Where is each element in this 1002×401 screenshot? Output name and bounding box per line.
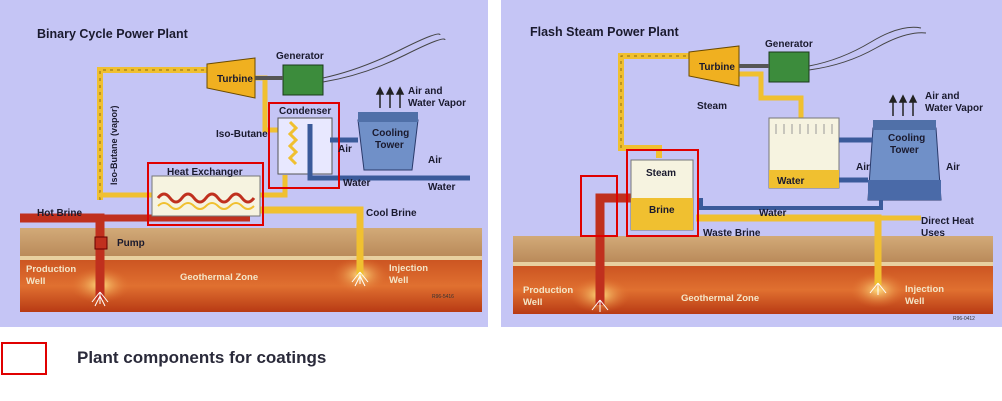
condenser-shape xyxy=(277,117,333,175)
air-vapor-label-2: Water Vapor xyxy=(925,103,983,114)
injection-well-label-2: Well xyxy=(389,275,408,286)
heat-exchanger-label: Heat Exchanger xyxy=(167,167,243,178)
geothermal-zone-label: Geothermal Zone xyxy=(180,272,258,283)
air-vapor-label-1: Air and xyxy=(925,91,959,102)
generator-shape xyxy=(282,64,324,96)
highlight-heat-exchanger xyxy=(147,162,264,226)
legend-highlight-swatch xyxy=(1,342,47,375)
air-right-label: Air xyxy=(428,155,442,166)
air-left-label: Air xyxy=(338,144,352,155)
injection-well-label-2: Well xyxy=(905,296,924,307)
pump-label: Pump xyxy=(117,238,145,249)
production-well-label-1: Production xyxy=(523,285,573,296)
cool-brine-pipe xyxy=(260,206,364,275)
turbine-label: Turbine xyxy=(217,74,253,85)
iso-butane-vapor-label: Iso-Butane (vapor) xyxy=(109,105,119,185)
soil-layer xyxy=(513,236,993,264)
production-well-label-2: Well xyxy=(26,276,45,287)
cooling-tower-label-2: Tower xyxy=(375,140,404,151)
binary-title: Binary Cycle Power Plant xyxy=(37,27,189,41)
vapor-arrows xyxy=(375,86,405,108)
steam-pipe xyxy=(618,53,691,158)
flash-figure-code: R96-0412 xyxy=(953,316,975,322)
highlight-separator xyxy=(626,149,699,237)
soil-layer xyxy=(20,228,482,258)
direct-heat-label-1: Direct Heat xyxy=(921,216,974,227)
direct-heat-label-2: Uses xyxy=(921,228,945,239)
flash-title: Flash Steam Power Plant xyxy=(530,25,679,39)
geothermal-zone-label: Geothermal Zone xyxy=(681,293,759,304)
pump-shape xyxy=(94,236,108,250)
cooling-tower-label-1: Cooling xyxy=(372,128,409,139)
steam-label: Steam xyxy=(697,101,727,112)
water-label-1: Water xyxy=(343,178,371,189)
binary-cycle-diagram: Turbine Generator Condenser Cooling Towe… xyxy=(20,27,482,312)
air-vapor-label-2: Water Vapor xyxy=(408,98,466,109)
air-vapor-label-1: Air and xyxy=(408,86,442,97)
flash-steam-diagram: Turbine Generator Water Cooling Tower Ai… xyxy=(513,25,993,322)
air-left-label: Air xyxy=(856,162,870,173)
turbine-shape xyxy=(688,45,740,87)
cooling-tower-label-1: Cooling xyxy=(888,133,925,144)
injection-well-label-1: Injection xyxy=(389,263,428,274)
injection-well-label-1: Injection xyxy=(905,284,944,295)
highlight-production-pipe xyxy=(580,175,618,237)
air-right-label: Air xyxy=(946,162,960,173)
separator-brine-label: Brine xyxy=(649,205,675,216)
flash-steam-panel: Turbine Generator Water Cooling Tower Ai… xyxy=(501,0,1002,327)
water-label: Water xyxy=(759,208,787,219)
separator-steam-label: Steam xyxy=(646,168,676,179)
waste-brine-label: Waste Brine xyxy=(703,228,761,239)
condenser-label: Condenser xyxy=(279,106,331,117)
legend-label: Plant components for coatings xyxy=(77,348,327,367)
highlight-condenser xyxy=(268,102,340,189)
production-well-label-2: Well xyxy=(523,297,542,308)
water-tank-label: Water xyxy=(777,176,805,187)
water-pipe xyxy=(699,198,883,210)
generator-label: Generator xyxy=(765,39,813,50)
binary-cycle-panel: Turbine Generator Condenser Cooling Towe… xyxy=(0,0,488,327)
water-pipe xyxy=(307,168,470,181)
iso-butane-label: Iso-Butane xyxy=(216,129,268,140)
cool-brine-label: Cool Brine xyxy=(366,208,417,219)
water-label-2: Water xyxy=(428,182,456,193)
production-pipe xyxy=(595,193,631,305)
generator-label: Generator xyxy=(276,51,324,62)
cooling-tower-label-2: Tower xyxy=(890,145,919,156)
generator-shape xyxy=(768,51,810,83)
production-well-label-1: Production xyxy=(26,264,76,275)
legend: Plant components for coatings xyxy=(0,342,1002,382)
turbine-shape xyxy=(206,57,256,99)
hot-brine-label: Hot Brine xyxy=(37,208,82,219)
vapor-arrows xyxy=(888,94,918,116)
turbine-label: Turbine xyxy=(699,62,735,73)
binary-figure-code: R96-5416 xyxy=(432,294,454,300)
